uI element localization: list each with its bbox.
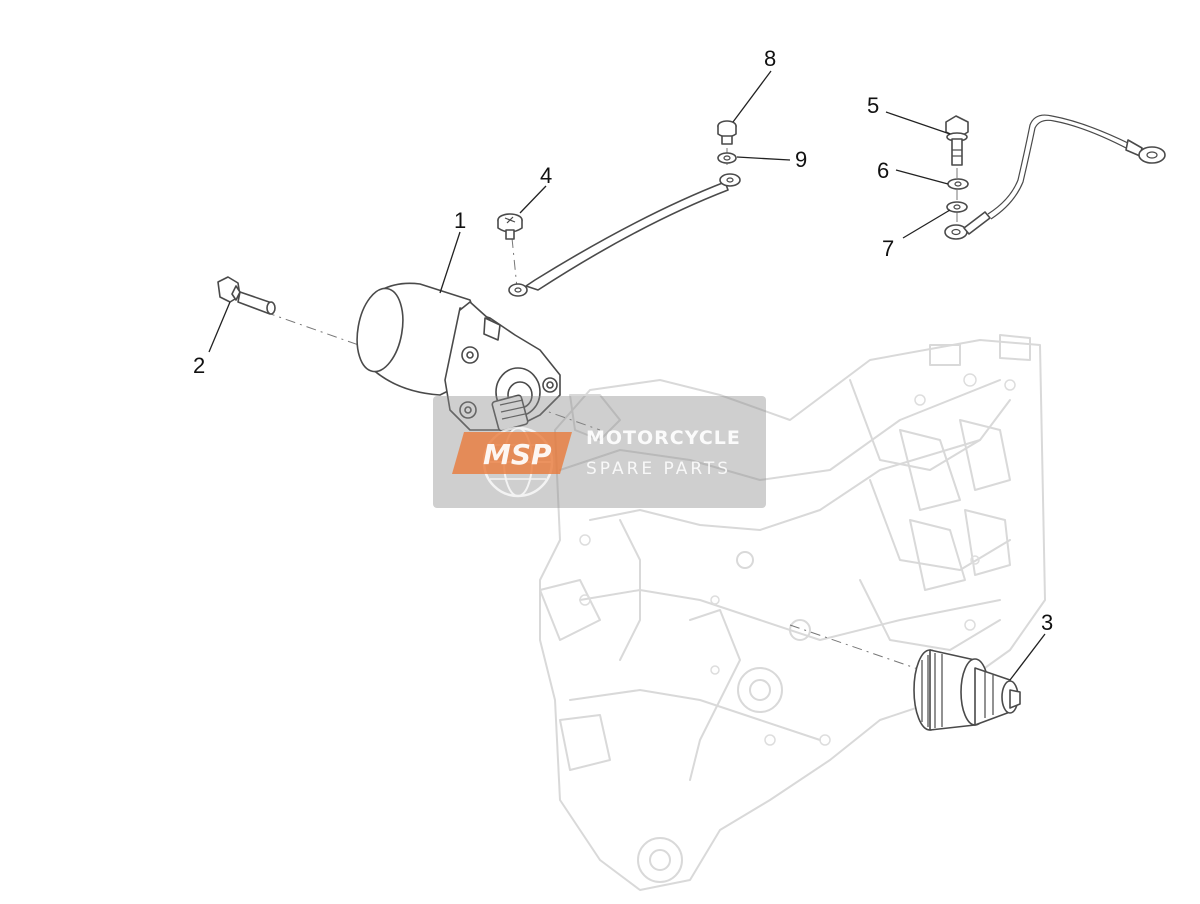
ground-strap-cable [508,173,741,297]
leader-lines [208,70,1046,681]
battery-cable [944,114,1166,240]
callout-5: 5 [867,93,879,118]
watermark-line-2: SPARE PARTS [586,459,731,479]
spring-washer-7 [946,201,968,213]
msp-logo-badge: MSP [452,432,572,474]
flange-bolt-long [217,276,276,315]
crankcase-ghost [539,334,1046,891]
hex-bolt [945,115,969,166]
callout-4: 4 [540,163,552,188]
watermark: MSP MOTORCYCLE SPARE PARTS [433,396,766,508]
callout-3: 3 [1041,610,1053,635]
short-screw [717,120,737,145]
callout-6: 6 [877,158,889,183]
starter-drive-gear [913,649,1021,731]
callout-numbers: 1 2 3 4 5 6 7 8 9 [193,46,1053,635]
callout-9: 9 [795,147,807,172]
starter-motor [356,282,561,432]
washer-9 [717,152,737,164]
pan-head-screw [497,213,523,240]
washer-6 [947,178,969,190]
callout-2: 2 [193,353,205,378]
callout-7: 7 [882,236,894,261]
callout-8: 8 [764,46,776,71]
watermark-line-1: MOTORCYCLE [586,427,741,449]
callout-1: 1 [454,208,466,233]
logo-text: MSP [483,438,552,471]
